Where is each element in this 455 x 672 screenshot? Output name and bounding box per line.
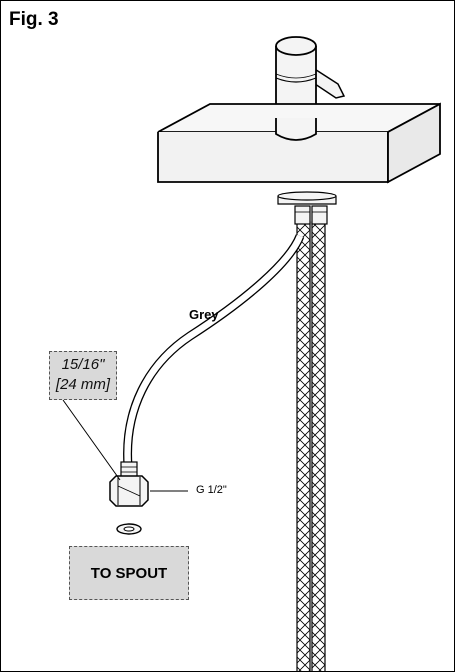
to-spout-label: TO SPOUT <box>90 564 168 582</box>
wrench-size-callout: 15/16" [24 mm] <box>49 351 117 400</box>
wrench-size-leader <box>62 399 121 481</box>
braided-hose-right <box>311 221 326 672</box>
braided-hoses <box>294 205 328 672</box>
faucet-body <box>157 36 441 205</box>
to-spout-callout: TO SPOUT <box>69 546 189 600</box>
wrench-size-imperial: 15/16" <box>61 356 105 373</box>
braided-hose-left <box>296 221 311 672</box>
thread-size-label: G 1/2" <box>196 484 227 496</box>
grey-hose <box>109 234 305 507</box>
wrench-size-metric: [24 mm] <box>55 376 111 393</box>
hose-fitting-right <box>311 205 328 225</box>
figure-title: Fig. 3 <box>9 9 59 30</box>
washer <box>116 523 142 535</box>
mounting-block-front <box>157 132 389 183</box>
hose-fitting-left <box>294 205 311 225</box>
mounting-block-side <box>387 102 441 184</box>
hose-color-label: Grey <box>189 307 219 322</box>
faucet-cylinder-top <box>275 36 317 56</box>
